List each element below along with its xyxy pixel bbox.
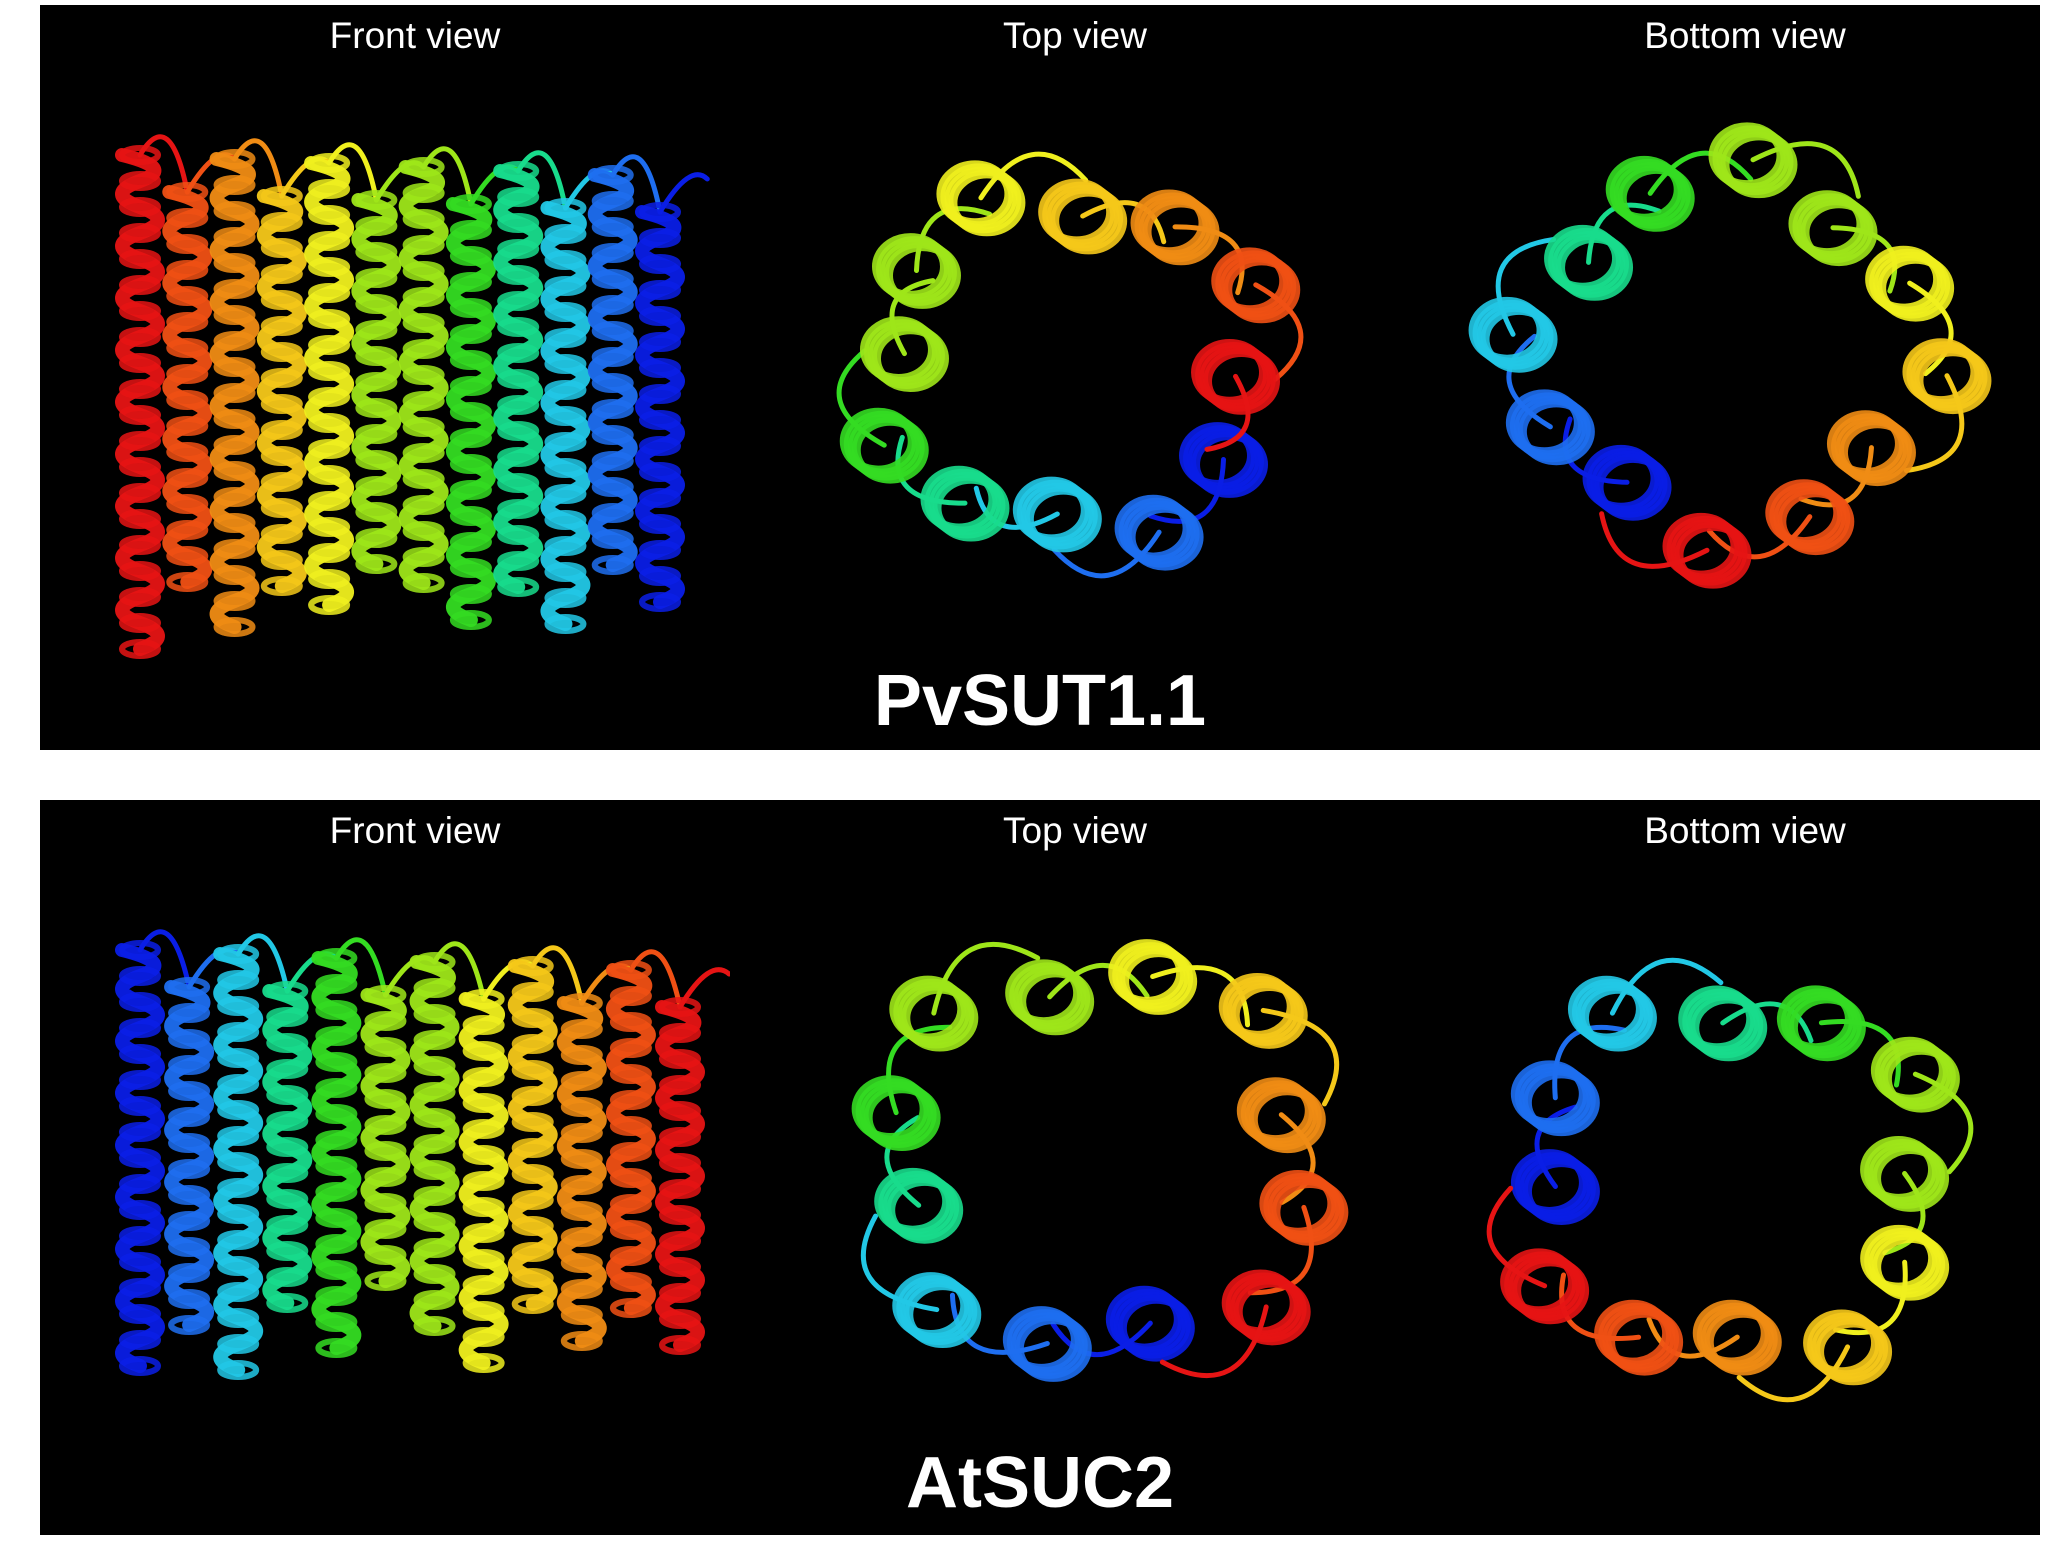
- top-view-structure: [836, 151, 1304, 579]
- protein-name: AtSUC2: [905, 1443, 1175, 1523]
- bottom-view-label: Bottom view: [1644, 810, 1846, 851]
- bottom-view-structure: [1468, 122, 1992, 589]
- front-view-label: Front view: [329, 15, 501, 56]
- top-view-label: Top view: [1003, 15, 1147, 56]
- top-view-label: Top view: [1003, 810, 1147, 851]
- bottom-view-label: Bottom view: [1644, 15, 1846, 56]
- protein-name: PvSUT1.1: [873, 661, 1207, 741]
- front-view-structure: [115, 929, 730, 1380]
- bottom-view-structure: [1486, 957, 1974, 1403]
- structure-panel-atsuc2: Front view Top view Bottom view AtSUC2: [40, 800, 2040, 1535]
- front-view-label: Front view: [329, 810, 501, 851]
- top-view-structure: [851, 939, 1349, 1382]
- front-view-structure: [115, 134, 710, 659]
- structure-panel-pvsut1: Front view Top view Bottom view PvSUT1.1: [40, 5, 2040, 750]
